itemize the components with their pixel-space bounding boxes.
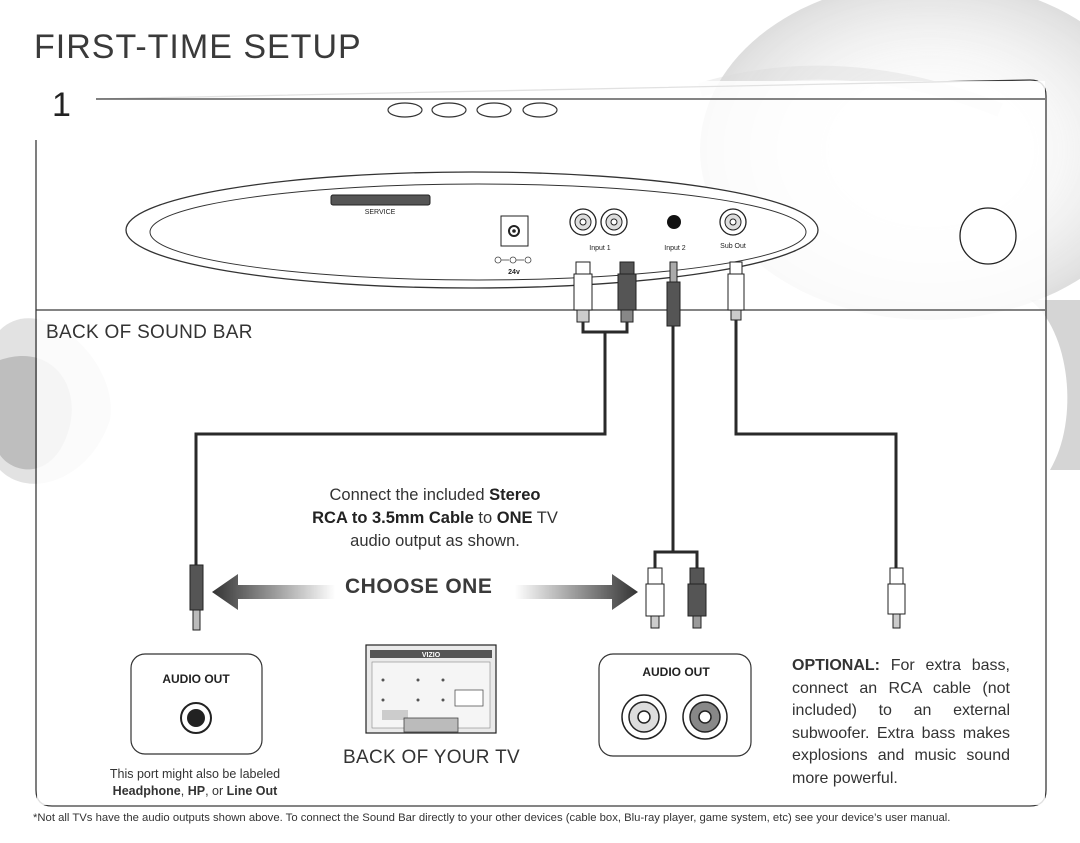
cables <box>194 320 898 568</box>
port-note-headphone: Headphone <box>112 784 181 798</box>
mini-plug <box>189 564 204 631</box>
choose-one-arrows <box>212 574 638 610</box>
step-number: 1 <box>52 86 71 124</box>
tv-brand-logo: VIZIO <box>422 652 441 659</box>
sound-bar-top-buttons <box>387 102 558 118</box>
audio-out-left-label: AUDIO OUT <box>162 672 230 686</box>
page-title: FIRST-TIME SETUP <box>34 28 362 66</box>
instructions-text: TV <box>532 509 558 527</box>
choose-one-label: CHOOSE ONE <box>345 575 493 598</box>
port-note-hp: HP <box>187 784 206 798</box>
footnote: *Not all TVs have the audio outputs show… <box>33 812 951 824</box>
optional-body: For extra bass, connect an RCA cable (no… <box>792 657 1010 787</box>
input2-port-label: Input 2 <box>664 245 686 252</box>
optional-lead: OPTIONAL: <box>792 657 880 674</box>
port-note-line-out: Line Out <box>226 784 278 798</box>
input1-port-label: Input 1 <box>589 245 611 252</box>
audio-out-box-right <box>598 653 752 757</box>
back-of-your-tv-label: BACK OF YOUR TV <box>343 747 520 768</box>
service-port-label: SERVICE <box>365 209 396 216</box>
audio-out-box-left <box>130 653 263 755</box>
instructions-bold-cable: RCA to 3.5mm Cable <box>312 509 474 527</box>
subout-port-label: Sub Out <box>720 243 746 250</box>
power-port-label: 24v <box>508 269 520 276</box>
connection-instructions: Connect the included Stereo RCA to 3.5mm… <box>255 484 615 553</box>
optional-subwoofer-note: OPTIONAL: For extra bass, connect an RCA… <box>792 655 1010 790</box>
instructions-text: audio output as shown. <box>350 532 520 550</box>
instructions-bold-one: ONE <box>496 509 533 527</box>
port-note-separator: , or <box>205 784 227 798</box>
cable-plugs-sound-bar <box>573 261 745 327</box>
port-note-separator: , <box>180 784 188 798</box>
instructions-text: to <box>473 509 497 527</box>
sound-bar-panel <box>125 171 1017 289</box>
port-note-line1: This port might also be labeled <box>109 767 281 781</box>
tv-back-illustration <box>365 644 497 734</box>
back-of-sound-bar-label: BACK OF SOUND BAR <box>46 322 253 343</box>
port-note: This port might also be labeled Headphon… <box>80 766 310 800</box>
instructions-bold-stereo: Stereo <box>489 486 541 504</box>
rca-plugs-tv <box>645 567 906 629</box>
audio-out-right-label: AUDIO OUT <box>642 665 710 679</box>
instructions-text: Connect the included <box>329 486 490 504</box>
